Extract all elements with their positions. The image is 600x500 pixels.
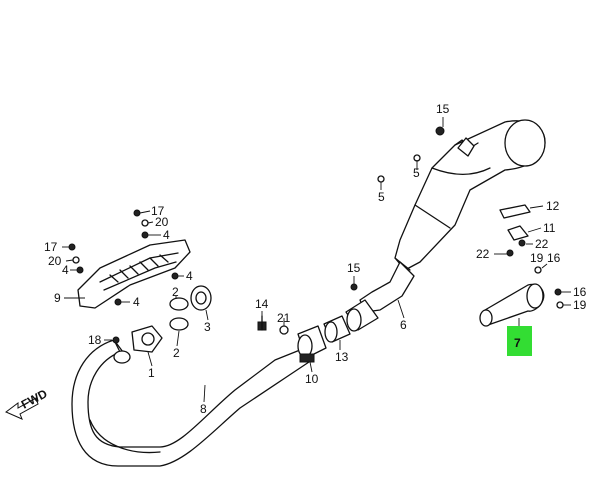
callout-21: 21 [277, 311, 291, 325]
callout-9: 9 [54, 291, 61, 305]
callout-13: 13 [335, 350, 349, 364]
callout-4: 4 [186, 269, 193, 283]
callout-7: 7 [514, 336, 521, 350]
callout-5: 5 [378, 190, 385, 204]
callout-15: 15 [347, 261, 361, 275]
callout-14: 14 [255, 297, 269, 311]
callout-1: 1 [148, 366, 155, 380]
callout-labels: 15 5 5 12 11 22 22 19 16 16 19 7 17 20 4… [44, 102, 587, 416]
callout-15: 15 [436, 102, 450, 116]
forward-arrow-icon: FWD [5, 386, 50, 420]
callout-4: 4 [163, 228, 170, 242]
callout-6: 6 [400, 318, 407, 332]
callout-4: 4 [62, 263, 69, 277]
callout-19: 19 [530, 251, 544, 265]
callout-20: 20 [155, 215, 169, 229]
callout-20: 20 [48, 254, 62, 268]
pipe-joint-part [345, 299, 379, 332]
gasket-part [323, 315, 351, 343]
callout-2: 2 [173, 346, 180, 360]
callout-22: 22 [476, 247, 490, 261]
callout-17: 17 [151, 204, 165, 218]
tailpipe-part [479, 283, 545, 327]
exhaust-pipe-part [71, 339, 313, 467]
muffler-part [359, 119, 546, 313]
callout-3: 3 [204, 320, 211, 334]
callout-11: 11 [543, 221, 556, 235]
part-7-highlight [507, 326, 532, 356]
callout-12: 12 [546, 199, 560, 213]
callout-18: 18 [88, 333, 102, 347]
callout-5: 5 [413, 166, 420, 180]
callout-4: 4 [133, 295, 140, 309]
callout-16: 16 [573, 285, 587, 299]
gasket-ring-part [169, 285, 212, 331]
heat-shield-part [77, 239, 191, 309]
callout-8: 8 [200, 402, 207, 416]
callout-17: 17 [44, 240, 58, 254]
callout-19: 19 [573, 298, 587, 312]
callout-22: 22 [535, 237, 549, 251]
joint-collar-part [297, 325, 327, 363]
fwd-label: FWD [19, 386, 50, 411]
callout-2: 2 [172, 285, 179, 299]
callout-10: 10 [305, 372, 319, 386]
leader-lines [62, 117, 571, 403]
flange-part [131, 325, 163, 353]
callout-16: 16 [547, 251, 561, 265]
